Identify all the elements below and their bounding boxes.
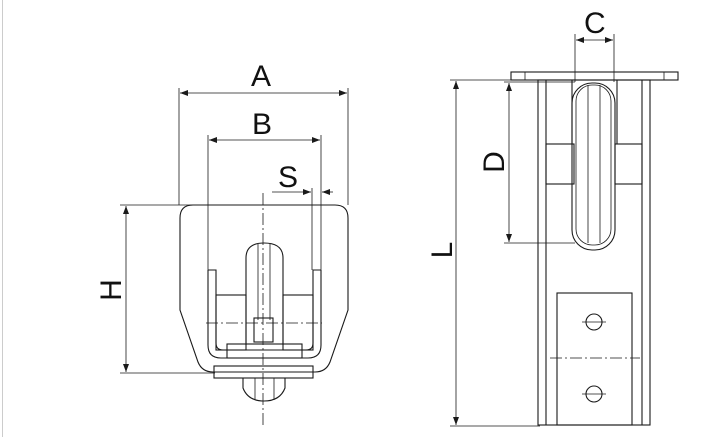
side-block-left	[215, 294, 247, 351]
dimension-c: C	[574, 7, 615, 82]
top-plate	[510, 71, 679, 81]
label-a: A	[251, 60, 271, 93]
label-h: H	[95, 279, 128, 301]
axle-block-left	[545, 143, 575, 185]
side-block-right	[282, 294, 314, 351]
bolt-hole-bottom	[582, 385, 606, 403]
side-view: C L D	[426, 7, 679, 427]
nut	[242, 377, 286, 402]
dimension-b: B	[207, 108, 322, 270]
base-washer	[226, 343, 303, 359]
dimension-s: S	[272, 161, 333, 270]
mounting-plate	[556, 292, 633, 426]
bolt-hole-top	[582, 313, 606, 331]
side-body	[537, 79, 651, 426]
label-l: L	[426, 242, 459, 259]
trolley-body-outline	[179, 204, 349, 373]
inner-bracket	[207, 270, 322, 359]
label-d: D	[478, 151, 511, 173]
image-border	[2, 0, 3, 437]
dimension-d: D	[478, 81, 575, 244]
label-s: S	[278, 161, 298, 194]
axle-block-right	[614, 143, 643, 185]
side-wheel	[571, 82, 616, 251]
bolt	[253, 317, 274, 343]
label-b: B	[252, 108, 272, 141]
dimension-l: L	[426, 79, 540, 427]
front-view: A B S H	[95, 60, 349, 425]
label-c: C	[584, 7, 606, 40]
dimension-a: A	[178, 60, 349, 205]
wheel	[245, 242, 284, 345]
dimension-h: H	[95, 204, 250, 374]
